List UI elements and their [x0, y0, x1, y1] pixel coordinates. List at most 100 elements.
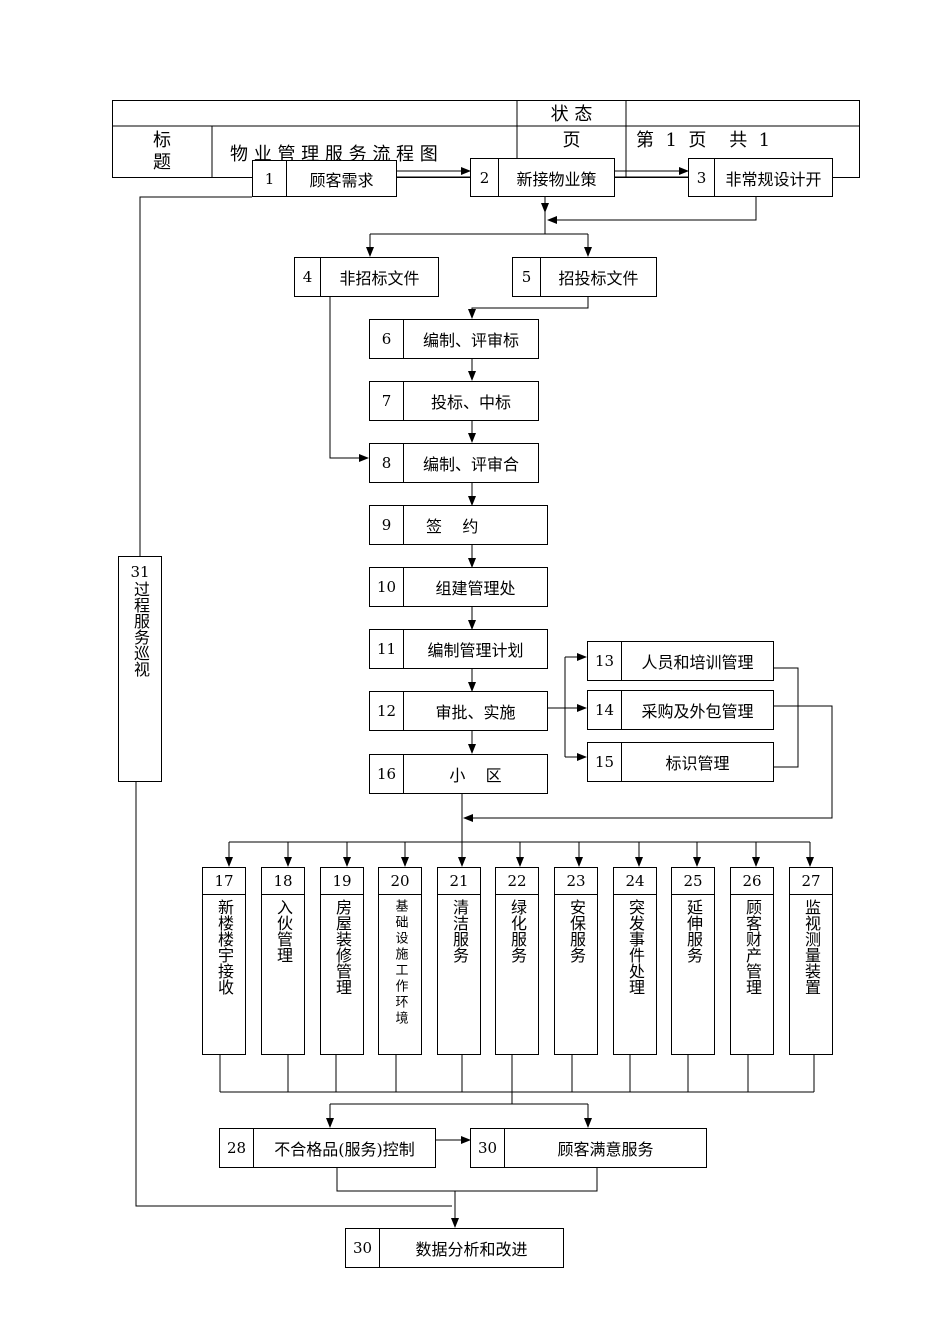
step-14-box: 14 采购及外包管理: [587, 690, 774, 730]
status-label: 状 态: [550, 104, 593, 125]
service-19-label: 房屋装修管理: [333, 899, 352, 995]
step-1-box: 1 顾客需求: [252, 160, 397, 197]
step-28-box: 28 不合格品(服务)控制: [219, 1128, 436, 1168]
step-7-box: 7 投标、中标: [369, 381, 539, 421]
service-27-label: 监视测量装置: [802, 899, 821, 995]
step-16-box: 16 小 区: [369, 754, 548, 794]
service-17-number: 17: [203, 868, 245, 895]
service-23-box: 23 安保服务: [554, 867, 598, 1055]
step-3-number: 3: [689, 159, 715, 196]
step-7-number: 7: [370, 382, 404, 420]
service-20-box: 20 基础设施工作环境: [378, 867, 422, 1055]
service-23-label: 安保服务: [567, 899, 586, 963]
service-22-box: 22 绿化服务: [495, 867, 539, 1055]
step-14-number: 14: [588, 691, 622, 729]
service-22-label: 绿化服务: [508, 899, 527, 963]
service-26-box: 26 顾客财产管理: [730, 867, 774, 1055]
step-28-label: 不合格品(服务)控制: [274, 1140, 415, 1159]
service-20-label: 基础设施工作环境: [392, 899, 408, 1027]
step-30-satisfaction-label: 顾客满意服务: [557, 1140, 654, 1159]
service-25-label: 延伸服务: [684, 899, 703, 963]
page-value: 第 1 页 共 1: [636, 130, 771, 151]
step-30-analysis-box: 30 数据分析和改进: [345, 1228, 564, 1268]
step-8-box: 8 编制、评审合: [369, 443, 539, 483]
service-27-box: 27 监视测量装置: [789, 867, 833, 1055]
service-17-box: 17 新楼楼宇接收: [202, 867, 246, 1055]
step-1-number: 1: [253, 161, 287, 196]
step-5-number: 5: [513, 258, 541, 296]
step-8-number: 8: [370, 444, 404, 482]
service-21-label: 清洁服务: [450, 899, 469, 963]
service-18-label: 入伙管理: [274, 899, 293, 963]
step-31-label: 过程服务巡视: [131, 581, 150, 677]
step-4-number: 4: [295, 258, 321, 296]
step-3-label: 非常规设计开: [725, 169, 822, 189]
step-11-label: 编制管理计划: [427, 641, 524, 660]
step-11-number: 11: [370, 630, 404, 668]
step-6-number: 6: [370, 320, 404, 358]
service-26-label: 顾客财产管理: [743, 899, 762, 995]
step-6-box: 6 编制、评审标: [369, 319, 539, 359]
step-13-number: 13: [588, 642, 622, 680]
step-31-box: 31 过程服务巡视: [118, 556, 162, 782]
step-12-label: 审批、实施: [435, 703, 516, 722]
service-18-box: 18 入伙管理: [261, 867, 305, 1055]
service-25-number: 25: [672, 868, 714, 895]
step-16-number: 16: [370, 755, 404, 793]
step-9-label: 签 约: [426, 517, 479, 536]
service-19-number: 19: [321, 868, 363, 895]
service-21-number: 21: [438, 868, 480, 895]
step-10-label: 组建管理处: [435, 579, 516, 598]
step-12-number: 12: [370, 692, 404, 730]
step-4-box: 4 非招标文件: [294, 257, 439, 297]
step-12-box: 12 审批、实施: [369, 691, 548, 731]
service-24-label: 突发事件处理: [626, 899, 645, 995]
service-26-number: 26: [731, 868, 773, 895]
step-9-number: 9: [370, 506, 404, 544]
step-30-analysis-label: 数据分析和改进: [415, 1240, 528, 1259]
step-1-label: 顾客需求: [309, 170, 374, 190]
step-10-number: 10: [370, 568, 404, 606]
service-17-label: 新楼楼宇接收: [215, 899, 234, 995]
service-27-number: 27: [790, 868, 832, 895]
step-14-label: 采购及外包管理: [641, 702, 754, 721]
step-13-box: 13 人员和培训管理: [587, 641, 774, 681]
step-30-satisfaction-number: 30: [471, 1129, 505, 1167]
step-31-number: 31: [130, 563, 150, 581]
service-24-number: 24: [614, 868, 656, 895]
step-4-label: 非招标文件: [339, 269, 420, 288]
step-5-box: 5 招投标文件: [512, 257, 657, 297]
step-13-label: 人员和培训管理: [641, 653, 754, 672]
service-19-box: 19 房屋装修管理: [320, 867, 364, 1055]
step-11-box: 11 编制管理计划: [369, 629, 548, 669]
service-21-box: 21 清洁服务: [437, 867, 481, 1055]
step-9-box: 9 签 约: [369, 505, 548, 545]
title-text: 物 业 管 理 服 务 流 程 图: [230, 144, 438, 165]
title-label-text: 标 题: [153, 130, 171, 173]
page-label: 页: [562, 130, 581, 151]
step-15-label: 标识管理: [665, 754, 730, 773]
step-15-box: 15 标识管理: [587, 742, 774, 782]
step-16-label: 小 区: [449, 766, 502, 785]
service-25-box: 25 延伸服务: [671, 867, 715, 1055]
step-10-box: 10 组建管理处: [369, 567, 548, 607]
service-22-number: 22: [496, 868, 538, 895]
service-23-number: 23: [555, 868, 597, 895]
step-2-number: 2: [471, 159, 499, 196]
step-2-box: 2 新接物业策: [470, 158, 615, 197]
service-18-number: 18: [262, 868, 304, 895]
step-15-number: 15: [588, 743, 622, 781]
service-20-number: 20: [379, 868, 421, 895]
step-2-label: 新接物业策: [516, 169, 597, 189]
step-3-box: 3 非常规设计开: [688, 158, 833, 197]
step-28-number: 28: [220, 1129, 254, 1167]
step-5-label: 招投标文件: [558, 269, 639, 288]
service-24-box: 24 突发事件处理: [613, 867, 657, 1055]
step-8-label: 编制、评审合: [422, 455, 519, 474]
step-30-analysis-number: 30: [346, 1229, 380, 1267]
step-7-label: 投标、中标: [430, 393, 511, 412]
step-30-satisfaction-box: 30 顾客满意服务: [470, 1128, 707, 1168]
title-label: 标 题: [112, 126, 212, 178]
step-6-label: 编制、评审标: [422, 331, 519, 350]
